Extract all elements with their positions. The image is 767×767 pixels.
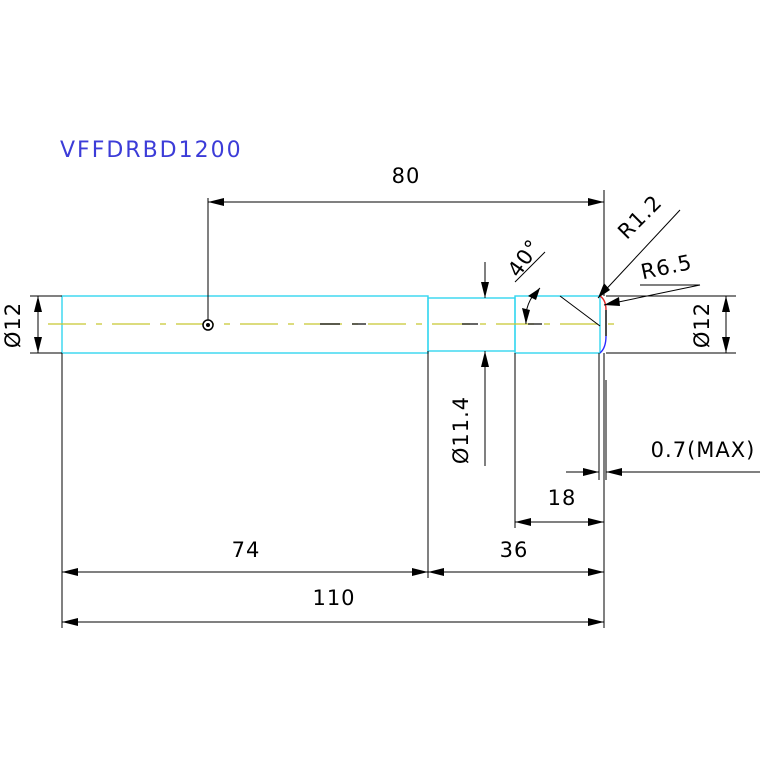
tip-profile [599, 295, 607, 354]
dim-110: 110 [312, 586, 355, 610]
dim-80: 80 [392, 164, 421, 188]
dim-r6-5: R6.5 [639, 250, 695, 284]
dim-dia11-4: Ø11.4 [449, 396, 473, 464]
drawing-title: VFFDRBD1200 [60, 138, 243, 163]
dimension-labels: 80 74 36 18 110 0.7(MAX) Ø12 Ø12 Ø11.4 4… [1, 164, 756, 610]
dim-r1-2: R1.2 [613, 190, 667, 244]
dim-74: 74 [232, 538, 261, 562]
reference-point-dot [206, 323, 210, 327]
arrowheads [34, 198, 730, 626]
dim-36: 36 [500, 538, 529, 562]
tip-radius-blue [599, 335, 607, 354]
dim-dia12-right: Ø12 [690, 302, 714, 348]
dim-tolerance: 0.7(MAX) [651, 438, 756, 462]
dim-18: 18 [548, 486, 577, 510]
tip-radius-red [599, 295, 607, 311]
dim-dia12-left: Ø12 [1, 302, 25, 348]
dimension-lines [30, 190, 760, 628]
